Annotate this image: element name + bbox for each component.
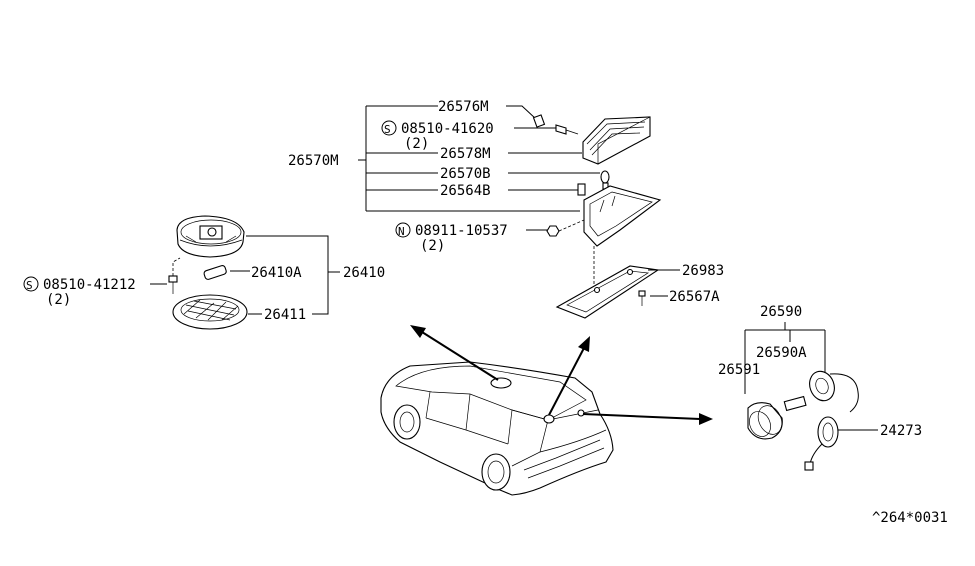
high-mount-stop-lamp-group: 26576M S 08510-41620 (2) 26578M 26570M 2…: [288, 99, 724, 319]
label-26590: 26590: [760, 304, 802, 320]
label-24273: 24273: [880, 423, 922, 439]
pointer-arrows: [410, 325, 713, 425]
qty-08911-10537: (2): [420, 238, 445, 254]
label-26591: 26591: [718, 362, 760, 378]
screw-08510-41620: [555, 124, 579, 135]
nut-08911-10537: [546, 219, 585, 237]
interior-lamp-group: 26410A 26410 S 08510-41212 (2) 26411: [23, 215, 385, 330]
label-08510-41212: 08510-41212: [43, 277, 136, 293]
label-08510-41620: 08510-41620: [401, 121, 494, 137]
label-26590A: 26590A: [756, 345, 807, 361]
bracket-26590: [744, 322, 826, 394]
screw-symbol-circle-a: [381, 120, 397, 136]
label-26567A: 26567A: [669, 289, 720, 305]
bulb-26590A: [783, 395, 807, 412]
harness-24273: [804, 416, 839, 471]
screw-08510-41212: [168, 257, 181, 294]
lamp-socket: [809, 370, 859, 413]
lamp-housing: [583, 185, 662, 247]
screw-symbol-circle-b: [23, 276, 39, 292]
label-26411: 26411: [264, 307, 306, 323]
screw-symbol-b: S: [26, 279, 33, 292]
qty-08510-41620: (2): [404, 136, 429, 152]
label-26410A: 26410A: [251, 265, 302, 281]
interior-lamp-body: [176, 215, 245, 258]
license-lamp-group: 26590 26590A 26591 24273: [718, 304, 922, 471]
label-26578M: 26578M: [440, 146, 491, 162]
label-26576M: 26576M: [438, 99, 489, 115]
bracket-26570M: [358, 105, 580, 212]
leader-26576M: [506, 105, 537, 120]
label-26564B: 26564B: [440, 183, 491, 199]
clip-26576M: [532, 114, 546, 128]
reference-code: ^264*0031: [872, 510, 948, 526]
label-26410: 26410: [343, 265, 385, 281]
socket-26564B: [577, 183, 586, 196]
car-body-illustration: [380, 361, 614, 496]
label-26983: 26983: [682, 263, 724, 279]
bulb-26410A: [203, 265, 227, 280]
bracket-26410: [246, 235, 340, 315]
nut-symbol: N: [398, 225, 405, 238]
screw-symbol-a: S: [384, 123, 391, 136]
lens-26591: [747, 402, 783, 440]
label-08911-10537: 08911-10537: [415, 223, 508, 239]
nut-symbol-circle: [395, 222, 411, 238]
lamp-lens-cover: [582, 116, 651, 165]
lens-26411: [172, 294, 248, 330]
label-26570M: 26570M: [288, 153, 339, 169]
label-26570B: 26570B: [440, 166, 491, 182]
screw-26567A: [638, 290, 646, 306]
bulb-26570B: [600, 170, 610, 190]
qty-08510-41212: (2): [46, 292, 71, 308]
